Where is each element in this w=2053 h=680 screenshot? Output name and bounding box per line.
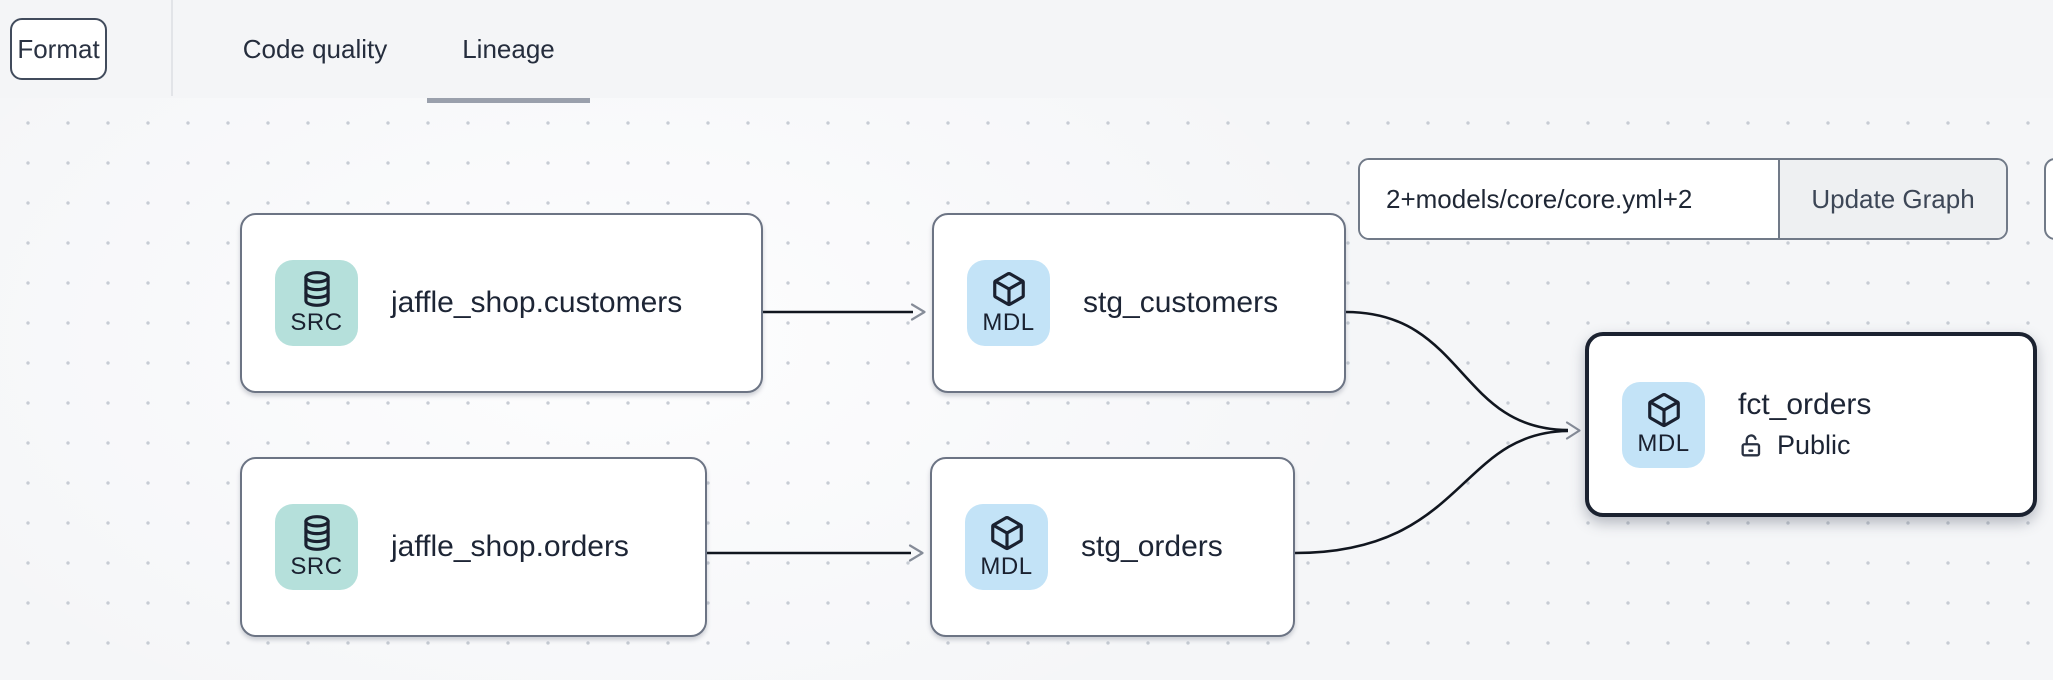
node-fct-orders[interactable]: MDL fct_orders Public — [1585, 332, 2037, 517]
model-badge: MDL — [1622, 381, 1705, 468]
node-stg-orders[interactable]: MDL stg_orders — [930, 457, 1295, 637]
cube-icon — [1647, 393, 1680, 428]
badge-label: MDL — [982, 308, 1035, 336]
cube-icon — [990, 515, 1023, 550]
edge-stg-orders-to-fct-orders — [1294, 429, 1569, 555]
format-button[interactable]: Format — [10, 18, 107, 80]
cube-icon — [992, 271, 1025, 306]
node-title: jaffle_shop.customers — [391, 286, 683, 319]
source-badge: SRC — [275, 504, 358, 590]
tab-lineage[interactable]: Lineage — [427, 0, 590, 103]
model-selector-input[interactable] — [1360, 160, 1778, 238]
update-graph-button[interactable]: Update Graph — [1778, 160, 2006, 238]
access-row: Public — [1738, 430, 1871, 461]
node-title: stg_customers — [1083, 286, 1279, 319]
database-icon — [303, 270, 330, 307]
tab-code-quality[interactable]: Code quality — [242, 33, 388, 64]
edge-stg-customers-to-fct-orders — [1345, 310, 1569, 432]
tab-lineage-label: Lineage — [462, 33, 555, 64]
node-stg-customers[interactable]: MDL stg_customers — [932, 213, 1346, 393]
model-badge: MDL — [967, 260, 1050, 346]
arrowhead-icon — [1565, 421, 1581, 440]
node-title: stg_orders — [1081, 530, 1223, 563]
arrowhead-icon — [908, 544, 924, 562]
badge-label: SRC — [290, 308, 343, 336]
node-jaffle-shop-customers[interactable]: SRC jaffle_shop.customers — [240, 213, 763, 393]
arrowhead-icon — [910, 303, 926, 321]
topbar-divider — [171, 0, 173, 96]
topbar: Format Code quality Lineage — [0, 0, 2053, 103]
node-jaffle-shop-orders[interactable]: SRC jaffle_shop.orders — [240, 457, 707, 637]
model-badge: MDL — [965, 504, 1048, 590]
node-access-label: Public — [1777, 430, 1851, 460]
database-icon — [303, 514, 330, 551]
source-badge: SRC — [275, 260, 358, 346]
lineage-canvas[interactable]: SRC jaffle_shop.customers MDL stg_custom… — [0, 98, 2053, 680]
badge-label: MDL — [980, 552, 1033, 580]
lineage-edges-layer — [707, 303, 1581, 562]
node-title: jaffle_shop.orders — [391, 530, 629, 563]
active-tab-underline — [427, 98, 590, 103]
badge-label: SRC — [290, 552, 343, 580]
node-title: fct_orders — [1738, 388, 1872, 421]
badge-label: MDL — [1637, 430, 1690, 457]
partial-control-button[interactable] — [2044, 158, 2053, 240]
unlock-icon — [1741, 433, 1761, 456]
model-selector-group: Update Graph — [1358, 158, 2008, 240]
